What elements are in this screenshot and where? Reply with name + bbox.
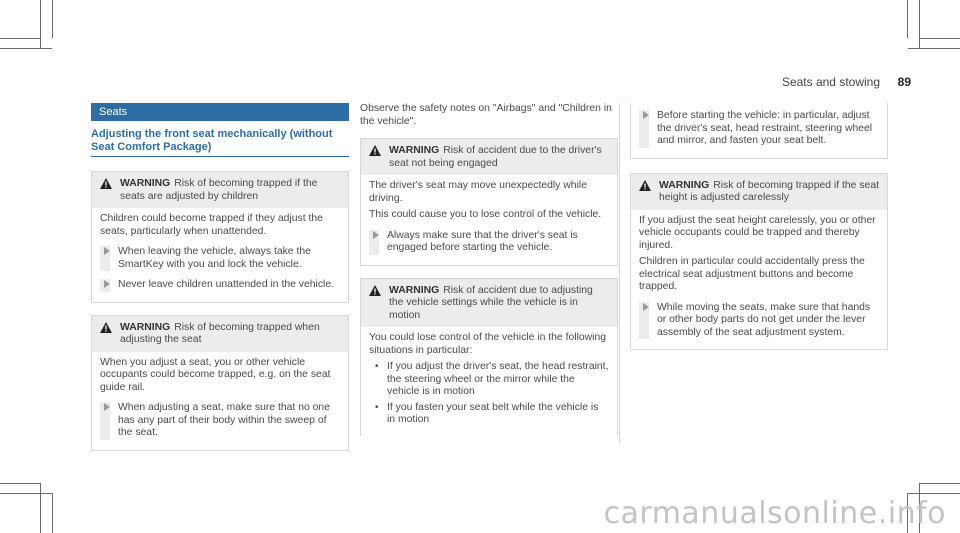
crop-mark	[0, 483, 40, 484]
warning-triangle-icon	[100, 321, 112, 338]
instruction-step: Always make sure that the driver's seat …	[369, 229, 609, 255]
crop-mark	[52, 0, 53, 38]
warning-label: WARNING	[120, 321, 171, 333]
warning-text: This could cause you to lose control of …	[369, 209, 602, 220]
crop-mark	[907, 493, 908, 533]
warning-text: If you adjust the seat height carelessly…	[639, 214, 876, 251]
crop-mark	[0, 48, 52, 49]
intro-text: Observe the safety notes on "Airbags" an…	[360, 103, 612, 127]
arrow-right-icon	[643, 111, 649, 124]
crop-mark	[907, 0, 908, 38]
crop-mark	[920, 38, 960, 39]
instruction-step: Never leave children unattended in the v…	[100, 279, 340, 292]
continued-box: Before starting the vehicle: in particul…	[630, 103, 888, 159]
column-2: Observe the safety notes on "Airbags" an…	[360, 103, 618, 436]
warning-text: When you adjust a seat, you or other veh…	[100, 356, 331, 393]
crop-mark	[919, 0, 920, 48]
list-item: •If you adjust the driver's seat, the he…	[375, 361, 609, 397]
crop-mark	[908, 493, 960, 494]
instruction-step: When adjusting a seat, make sure that no…	[100, 402, 340, 440]
subsection-title: Adjusting the front seat mechanically (w…	[91, 128, 349, 157]
running-header: Seats and stowing	[781, 75, 880, 89]
warning-heading: Risk of becoming trapped if the seat hei…	[659, 179, 879, 204]
crop-mark	[0, 493, 52, 494]
warning-triangle-icon	[100, 178, 112, 194]
warning-heading: Risk of accident due to the driver's sea…	[389, 145, 602, 169]
warning-label: WARNING	[659, 179, 710, 191]
arrow-right-icon	[104, 280, 110, 293]
crop-mark	[40, 0, 41, 48]
column-divider	[619, 103, 620, 443]
warning-triangle-icon	[369, 284, 381, 301]
bullet-icon: •	[375, 361, 379, 372]
crop-mark	[0, 38, 40, 39]
warning-label: WARNING	[120, 178, 171, 189]
warning-label: WARNING	[389, 145, 440, 156]
section-title: Seats	[91, 103, 349, 121]
list-item: •If you fasten your seat belt while the …	[375, 401, 599, 426]
warning-text: The driver's seat may move unexpectedly …	[369, 180, 587, 204]
warning-text: Children could become trapped if they ad…	[100, 213, 323, 237]
bullet-icon: •	[375, 401, 379, 413]
warning-text: You could lose control of the vehicle in…	[369, 332, 607, 356]
instruction-step: While moving the seats, make sure that h…	[639, 301, 879, 339]
crop-mark	[40, 483, 41, 533]
instruction-step: Before starting the vehicle: in particul…	[639, 110, 879, 148]
crop-mark	[920, 483, 960, 484]
arrow-right-icon	[104, 403, 110, 416]
arrow-right-icon	[373, 230, 379, 244]
page-number: 89	[897, 75, 911, 89]
column-3: Before starting the vehicle: in particul…	[630, 103, 888, 350]
watermark[interactable]: carmanualsonline.info	[603, 496, 946, 531]
arrow-right-icon	[643, 302, 649, 316]
warning-heading: Risk of accident due to adjusting the ve…	[389, 284, 593, 321]
crop-mark	[52, 493, 53, 533]
warning-heading: Risk of becoming trapped if the seats ar…	[120, 178, 318, 202]
warning-text: Children in particular could accidentall…	[639, 256, 865, 292]
warning-heading: Risk of becoming trapped when adjusting …	[120, 321, 320, 346]
warning-label: WARNING	[389, 284, 440, 296]
instruction-step: When leaving the vehicle, always take th…	[100, 246, 340, 271]
warning-triangle-icon	[369, 145, 381, 161]
crop-mark	[919, 483, 920, 533]
warning-triangle-icon	[639, 179, 651, 196]
crop-mark	[908, 48, 960, 49]
arrow-right-icon	[104, 247, 110, 260]
column-1: Seats Adjusting the front seat mechanica…	[91, 103, 349, 451]
